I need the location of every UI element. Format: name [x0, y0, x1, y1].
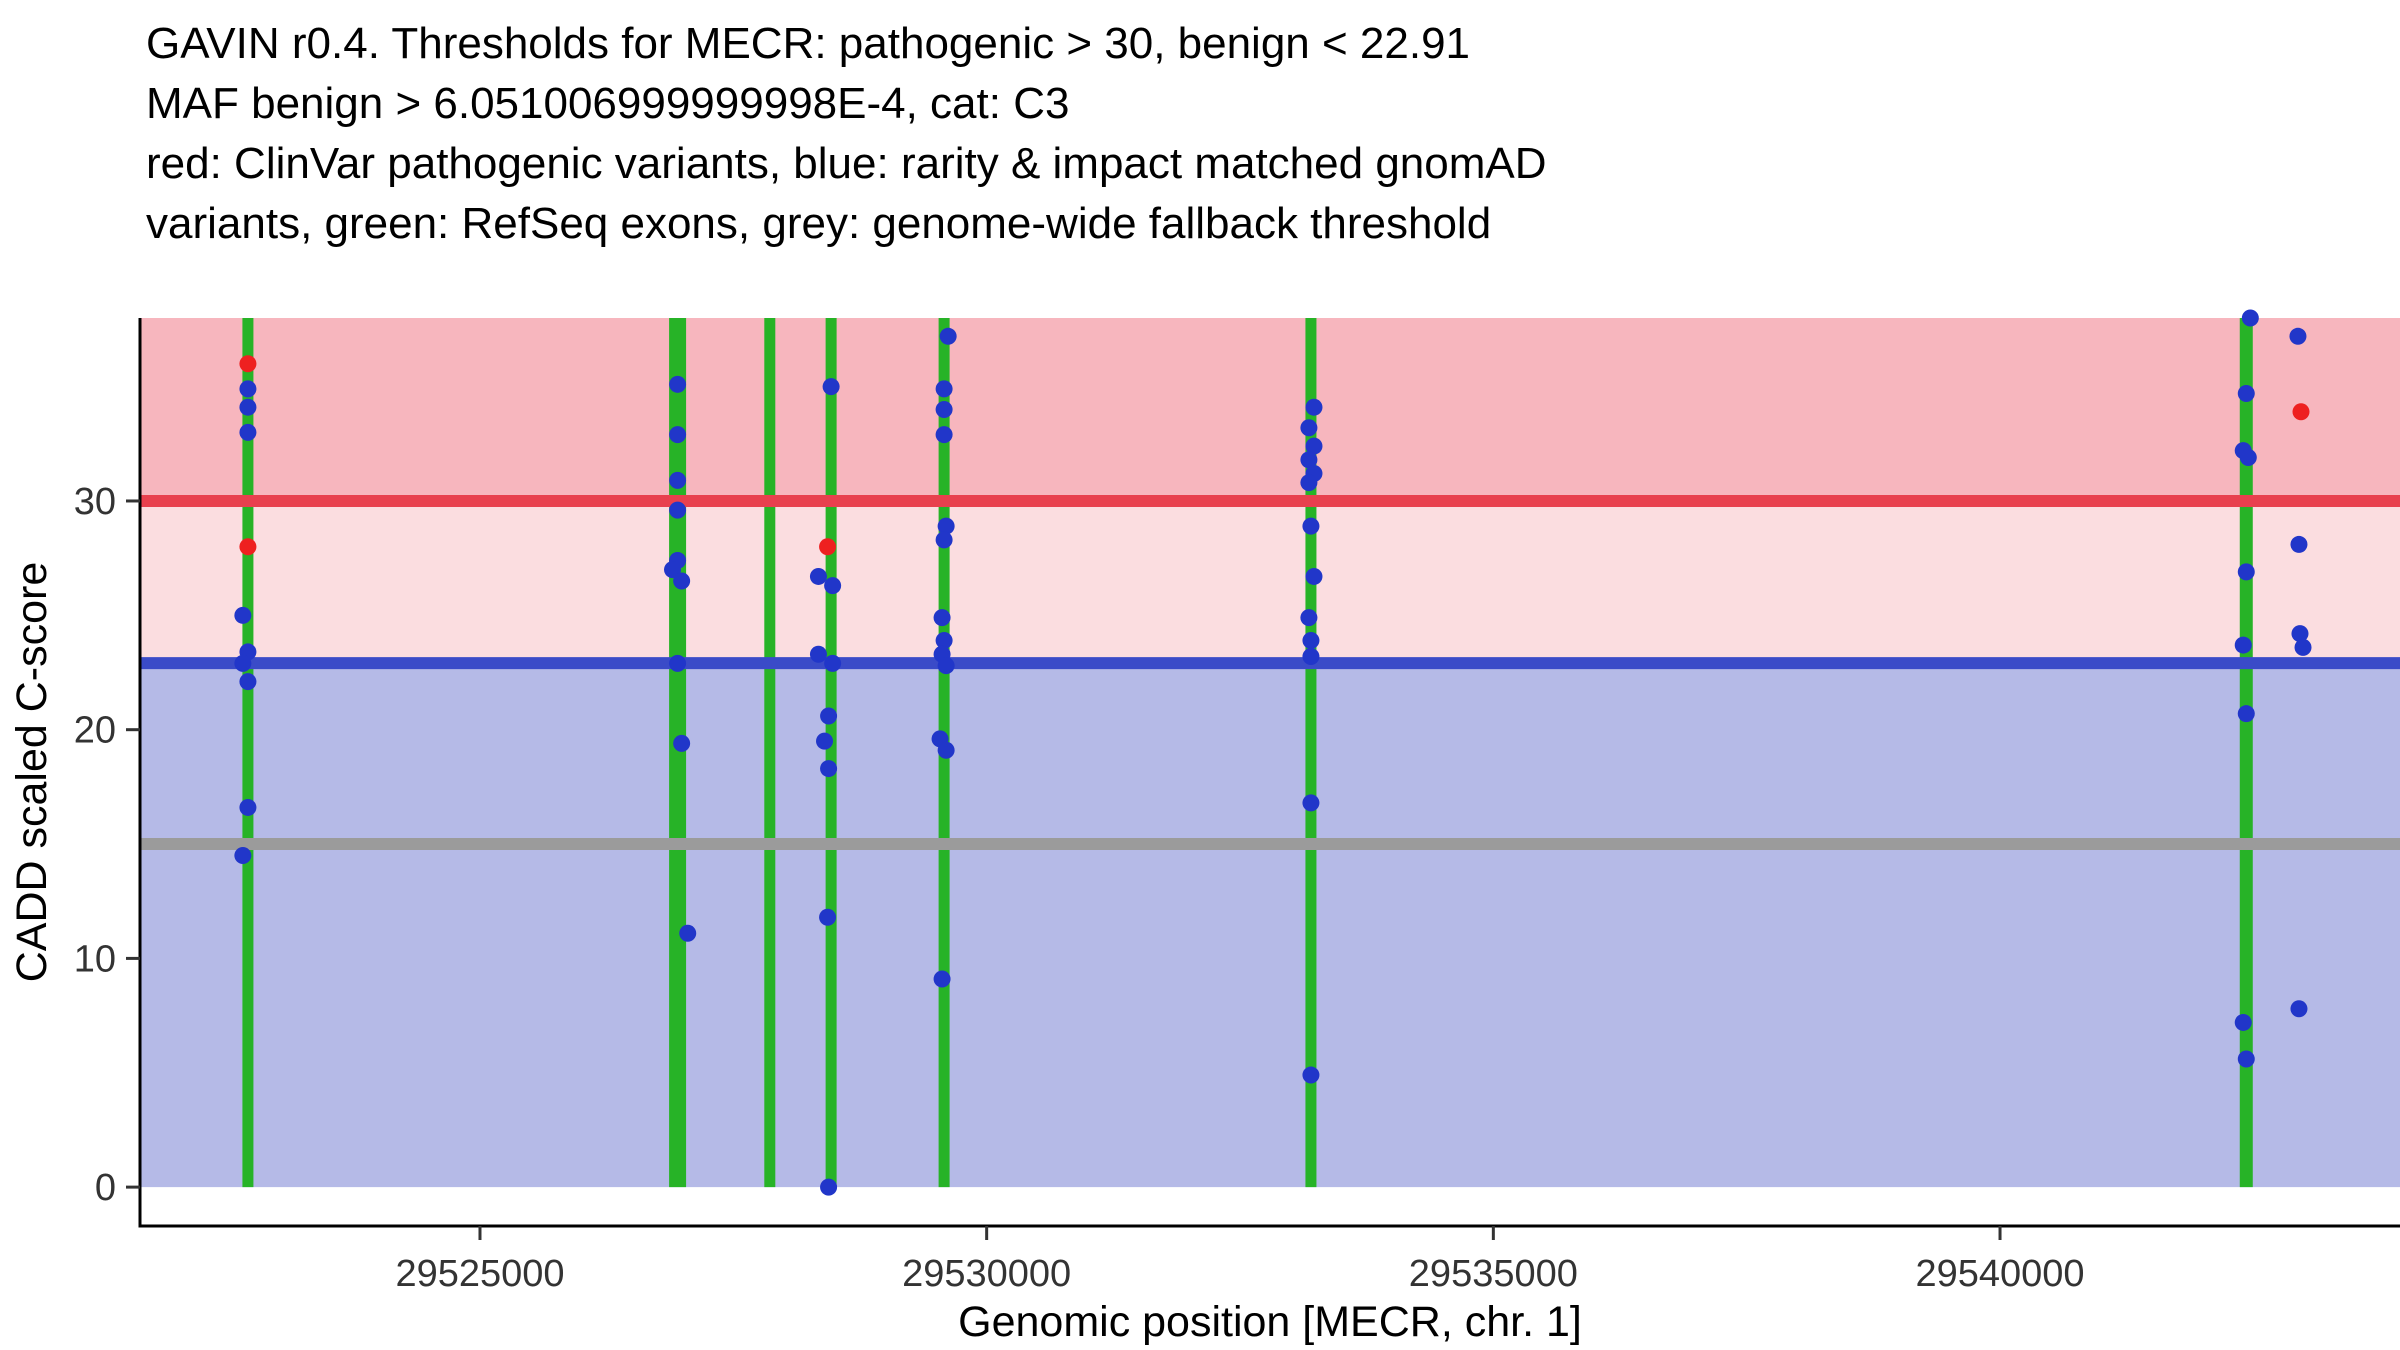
gnomad-variant-point — [935, 380, 953, 398]
gnomad-variant-point — [234, 846, 252, 864]
gnomad-variant-point — [669, 375, 687, 393]
gnomad-variant-point — [1300, 451, 1318, 469]
gnomad-variant-point — [820, 1178, 838, 1196]
gnomad-variant-point — [820, 760, 838, 778]
gnomad-variant-point — [2290, 1000, 2308, 1018]
gnomad-variant-point — [933, 970, 951, 988]
gnomad-variant-point — [819, 908, 837, 926]
band-vous — [140, 500, 2400, 664]
y-tick-label: 20 — [74, 710, 116, 752]
clinvar-pathogenic-point — [239, 538, 257, 556]
y-axis-label: CADD scaled C-score — [8, 562, 56, 983]
gnomad-variant-point — [933, 609, 951, 627]
x-tick-label: 29540000 — [1915, 1253, 2084, 1295]
gnomad-variant-point — [937, 657, 955, 675]
gnomad-variant-point — [239, 798, 257, 816]
gnomad-variant-point — [2290, 535, 2308, 553]
gnomad-variant-point — [822, 378, 840, 396]
gnomad-variant-point — [234, 606, 252, 624]
gnomad-variant-point — [669, 501, 687, 519]
title-line-4: variants, green: RefSeq exons, grey: gen… — [146, 199, 1492, 248]
title-line-3: red: ClinVar pathogenic variants, blue: … — [146, 139, 1547, 188]
gnomad-variant-point — [1305, 437, 1323, 455]
axes: 29525000 29530000 29535000 29540000 0 10 20 30 — [74, 318, 2400, 1295]
gnomad-variant-point — [809, 567, 827, 585]
gnomad-variant-point — [935, 531, 953, 549]
gnomad-variant-point — [2237, 705, 2255, 723]
x-axis-label: Genomic position [MECR, chr. 1] — [958, 1298, 1582, 1346]
gnomad-variant-point — [1302, 631, 1320, 649]
gnomad-variant-point — [2241, 309, 2259, 327]
gnomad-variant-point — [809, 645, 827, 663]
band-benign — [140, 663, 2400, 1188]
gnomad-variant-point — [2289, 327, 2307, 345]
gnomad-variant-point — [239, 673, 257, 691]
gnomad-variant-point — [937, 741, 955, 759]
gnomad-variant-point — [1302, 647, 1320, 665]
gnomad-variant-point — [679, 924, 697, 942]
gnomad-variant-point — [1302, 517, 1320, 535]
gnomad-variant-point — [2234, 636, 2252, 654]
gnomad-variant-point — [234, 654, 252, 672]
gnomad-variant-point — [1302, 794, 1320, 812]
gnomad-variant-point — [664, 561, 682, 579]
gnomad-variant-point — [2237, 1050, 2255, 1068]
gnomad-variant-point — [1305, 567, 1323, 585]
title-line-2: MAF benign > 6.051006999999998E-4, cat: … — [146, 79, 1070, 128]
band-pathogenic — [140, 318, 2400, 501]
gnomad-variant-point — [673, 572, 691, 590]
gnomad-variant-point — [1302, 1066, 1320, 1084]
gnomad-variant-point — [2234, 1013, 2252, 1031]
clinvar-pathogenic-point — [2292, 403, 2310, 421]
gnomad-variant-point — [816, 732, 834, 750]
gnomad-variant-point — [1300, 419, 1318, 437]
x-tick-label: 29535000 — [1409, 1253, 1578, 1295]
clinvar-pathogenic-point — [819, 538, 837, 556]
gnomad-variant-point — [935, 400, 953, 418]
gnomad-variant-point — [2294, 638, 2312, 656]
gnomad-variant-point — [239, 398, 257, 416]
gnomad-variant-point — [820, 707, 838, 725]
threshold-bands — [140, 318, 2400, 1188]
gnomad-variant-point — [939, 327, 957, 345]
gnomad-variant-point — [669, 426, 687, 444]
gnomad-variant-point — [1300, 474, 1318, 492]
x-tick-label: 29530000 — [902, 1253, 1071, 1295]
variant-points — [234, 309, 2312, 1196]
chart-title: GAVIN r0.4. Thresholds for MECR: pathoge… — [146, 14, 1547, 254]
y-tick-label: 0 — [95, 1167, 116, 1209]
gnomad-variant-point — [1300, 609, 1318, 627]
y-tick-label: 10 — [74, 938, 116, 980]
gnomad-variant-point — [239, 380, 257, 398]
gnomad-variant-point — [669, 654, 687, 672]
gnomad-variant-point — [937, 517, 955, 535]
gnomad-variant-point — [2291, 625, 2309, 643]
gnomad-variant-point — [1305, 398, 1323, 416]
gnomad-variant-point — [669, 471, 687, 489]
gnomad-variant-point — [824, 577, 842, 595]
title-line-1: GAVIN r0.4. Thresholds for MECR: pathoge… — [146, 19, 1471, 68]
gnomad-variant-point — [935, 426, 953, 444]
clinvar-pathogenic-point — [239, 355, 257, 373]
gnomad-variant-point — [935, 631, 953, 649]
threshold-lines — [140, 494, 2400, 851]
gnomad-variant-point — [824, 654, 842, 672]
gnomad-variant-point — [673, 734, 691, 752]
gnomad-variant-point — [239, 423, 257, 441]
gnomad-variant-point — [2237, 563, 2255, 581]
x-tick-label: 29525000 — [395, 1253, 564, 1295]
y-tick-label: 30 — [74, 481, 116, 523]
gnomad-variant-point — [2239, 449, 2257, 467]
gnomad-variant-point — [2237, 384, 2255, 402]
